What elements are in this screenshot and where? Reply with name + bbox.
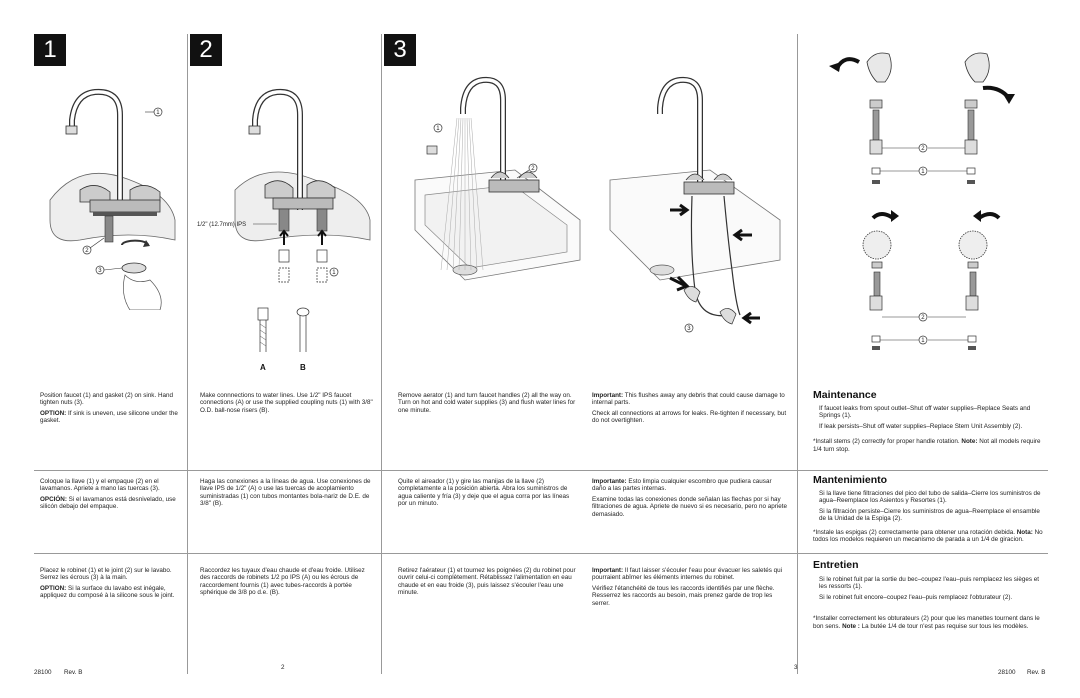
maintenance-p1: If faucet leaks from spout outlet–Shut o… [819, 405, 1031, 420]
maintenance-exploded-illustration: 2 1 2 1 [829, 52, 1015, 350]
callout-3-label: 3 [98, 268, 102, 274]
maintenance-text: If faucet leaks from spout outlet–Shut o… [813, 405, 1048, 456]
column-divider-3 [797, 34, 798, 674]
faucet-mounting-illustration: 1 2 3 [49, 88, 176, 310]
flushing-illustration: 1 2 [414, 76, 581, 281]
water-connections-illustration: 1/2" (12.7mm) IPS 1 A B [197, 88, 371, 372]
supply-callout: 3 [687, 326, 691, 332]
col1-fr-option-text: Si la surface du lavabo est inégale, app… [40, 584, 175, 600]
maintenance-heading: Maintenance [813, 389, 877, 401]
col1-es-option-label: OPCIÓN: [40, 495, 67, 503]
stem-callout-bottom: 2 [921, 315, 925, 321]
stem-callout-top: 2 [921, 146, 925, 152]
entretien-note-text: La butée 1/4 de tour n'est pas requise s… [859, 622, 1029, 630]
col4-french-text: Important: Il faut laisser s'écouler l'e… [592, 567, 787, 610]
col1-fr-p1: Placez le robinet (1) et le joint (2) su… [40, 567, 172, 582]
col3-french-text: Retirez l'aérateur (1) et tournez les po… [398, 567, 576, 597]
left-stem-stack-1 [869, 99, 883, 184]
col1-en-p1: Position faucet (1) and gasket (2) on si… [40, 392, 174, 407]
column-divider-1 [187, 34, 188, 674]
mantenimiento-note-pre: *Instale las espigas (2) correctamente p… [813, 528, 1017, 536]
mantenimiento-heading: Mantenimiento [813, 474, 888, 486]
seat-callout-bottom: 1 [921, 338, 925, 344]
col1-spanish-text: Coloque la llave (1) y el empaque (2) en… [40, 478, 180, 514]
col4-fr-important-label: Important: [592, 567, 624, 574]
col4-es-important-text: Esto limpia cualquier escombro que pudie… [592, 478, 772, 493]
mantenimiento-text: Si la llave tiene filtraciones del pico … [813, 490, 1048, 546]
col2-english-text: Make connnections to water lines. Use 1/… [200, 392, 373, 414]
seat-callout-top: 1 [921, 169, 925, 175]
footer-right-code: 28100 [998, 669, 1016, 676]
col4-es-p2: Examine todas las conexiones donde señal… [592, 495, 787, 518]
footer-left-rev: Rev. B [64, 669, 83, 676]
mantenimiento-note-label: Nota: [1016, 528, 1033, 536]
callout-1-label: 1 [156, 110, 160, 116]
row-divider-2 [34, 553, 1048, 554]
entretien-p1: Si le robinet fuit par la sortie du bec–… [819, 576, 1039, 591]
col4-en-important-text: This flushes away any debris that could … [592, 392, 785, 407]
label-a: A [260, 363, 266, 372]
left-stem-stack-2 [869, 261, 883, 350]
footer-right-rev: Rev. B [1027, 669, 1046, 676]
column-divider-2 [381, 34, 382, 674]
col1-french-text: Placez le robinet (1) et le joint (2) su… [40, 567, 180, 603]
col4-spanish-text: Importante: Esto limpia cualquier escomb… [592, 478, 787, 521]
coupling-nut-callout: 1 [332, 270, 336, 276]
col4-en-p2: Check all connections at arrows for leak… [592, 409, 787, 425]
maintenance-note-pre: *Install stems (2) correctly for proper … [813, 438, 962, 446]
maintenance-note-text: Not all models require 1/4 turn stop. [813, 438, 1041, 453]
handles-callout: 2 [531, 166, 535, 172]
col2-spanish-text: Haga las conexiones a la líneas de agua.… [200, 478, 371, 508]
right-stem-stack-2 [965, 261, 979, 350]
row-divider-1 [34, 470, 1048, 471]
col4-en-important-label: Important: [592, 392, 624, 399]
col1-es-option-text: Si el lavamanos está desnivelado, use si… [40, 495, 176, 511]
entretien-heading: Entretien [813, 559, 859, 571]
col1-en-option-text: If sink is uneven, use silicone under th… [40, 409, 178, 425]
entretien-note-pre: *Installer correctement les obturateurs … [813, 615, 1040, 630]
col3-english-text: Remove aerator (1) and turn faucet handl… [398, 392, 576, 414]
mantenimiento-p1: Si la llave tiene filtraciones del pico … [819, 490, 1041, 505]
col1-english-text: Position faucet (1) and gasket (2) on si… [40, 392, 180, 428]
step-number-3: 3 [384, 34, 416, 66]
aerator-callout: 1 [436, 126, 440, 132]
col1-en-option-label: OPTION: [40, 409, 67, 417]
label-b: B [300, 363, 306, 372]
mantenimiento-note-text: No todos los modelos requieren un mecani… [813, 528, 1043, 544]
col4-es-important-label: Importante: [592, 478, 627, 485]
maintenance-note-label: Note: [961, 438, 978, 446]
leak-check-illustration: 3 [609, 76, 781, 333]
right-stem-stack-1 [964, 99, 978, 184]
col3-spanish-text: Quite el aireador (1) y gire las manijas… [398, 478, 570, 508]
step-number-2: 2 [190, 34, 222, 66]
footer-left-code: 28100 [34, 669, 52, 676]
ips-size-label: 1/2" (12.7mm) IPS [197, 222, 246, 228]
col4-english-text: Important: This flushes away any debris … [592, 392, 787, 428]
callout-2-label: 2 [85, 248, 89, 254]
footer-page-3: 3 [794, 664, 798, 671]
maintenance-p2: If leak persists–Shut off water supplies… [819, 422, 1023, 430]
step-number-1: 1 [34, 34, 66, 66]
entretien-note-label: Note : [842, 622, 860, 630]
col1-es-p1: Coloque la llave (1) y el empaque (2) en… [40, 478, 160, 493]
footer-page-2: 2 [281, 664, 285, 671]
entretien-p2: Si le robinet fuit encore–coupez l'eau–p… [819, 593, 1013, 601]
col2-french-text: Raccordez les tuyaux d'eau chaude et d'e… [200, 567, 365, 597]
col4-fr-important-text: Il faut laisser s'écouler l'eau pour éva… [592, 567, 783, 582]
col1-fr-option-label: OPTION: [40, 584, 67, 592]
entretien-text: Si le robinet fuit par la sortie du bec–… [813, 576, 1048, 633]
mantenimiento-p2: Si la filtración persiste–Cierre los sum… [819, 507, 1040, 523]
col4-fr-p2: Vérifiez l'étanchéité de tous les raccor… [592, 584, 775, 607]
